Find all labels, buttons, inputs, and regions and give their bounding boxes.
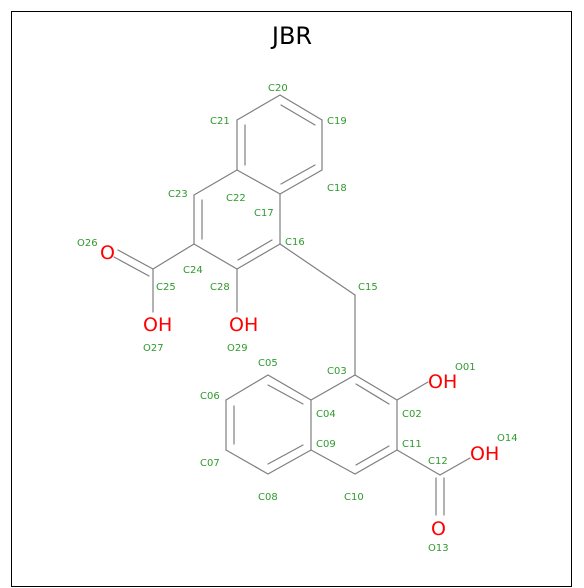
atom-label: C22 [226, 193, 246, 204]
bond [267, 384, 304, 405]
hydroxyl-o01: OH [428, 371, 457, 393]
atom-label: O14 [497, 433, 518, 444]
bond [280, 104, 316, 126]
bond [354, 374, 398, 401]
bond [396, 381, 429, 401]
bond [396, 449, 441, 476]
bond [225, 374, 269, 401]
atom-label: C04 [316, 409, 336, 420]
atom-label: C07 [200, 458, 220, 469]
bond [355, 383, 390, 405]
bond [267, 449, 312, 475]
atom-label: C24 [183, 265, 203, 276]
hydroxyl-o14: OH [470, 443, 499, 465]
atom-label: C20 [268, 83, 288, 94]
atom-label: C11 [402, 439, 422, 450]
bond [279, 169, 323, 195]
bond [193, 243, 238, 270]
bond [193, 169, 238, 196]
bond [267, 444, 304, 465]
atom-label: C05 [258, 358, 278, 369]
oxygen-o26: O [100, 242, 115, 264]
bond [280, 164, 316, 185]
atom-label: C23 [168, 189, 188, 200]
hydroxyl-o29: OH [229, 314, 258, 336]
atom-label: C12 [428, 456, 448, 467]
atom-label: C28 [210, 282, 230, 293]
bond [152, 243, 195, 270]
bond [236, 94, 281, 121]
bond [310, 374, 356, 401]
molecule-title: JBR [271, 22, 313, 50]
bond [310, 449, 356, 475]
bond [439, 457, 471, 476]
atom-label: C02 [402, 409, 422, 420]
atom-label: C15 [358, 282, 378, 293]
atom-label: C25 [156, 282, 176, 293]
bond [236, 169, 281, 195]
bond [279, 94, 323, 121]
molecule-frame [11, 11, 572, 587]
atom-label: C19 [327, 116, 347, 127]
atom-label: C06 [200, 391, 220, 402]
atom-label: C18 [327, 183, 347, 194]
bond [237, 239, 273, 261]
atom-label: O13 [428, 543, 449, 554]
oxygen-o13: O [431, 518, 446, 540]
atom-label: C09 [316, 439, 336, 450]
atom-label: O29 [227, 343, 248, 354]
hydroxyl-o27: OH [143, 314, 172, 336]
bond [354, 449, 398, 475]
atom-label: O01 [455, 362, 476, 373]
atom-label: C16 [285, 237, 305, 248]
bond [117, 249, 154, 270]
bond [236, 243, 281, 270]
atom-label: C10 [344, 492, 364, 503]
atom-label: C21 [210, 116, 230, 127]
atom-label: C08 [258, 492, 278, 503]
atom-label: C17 [254, 208, 274, 219]
bond [279, 243, 356, 296]
atom-label: O27 [143, 343, 164, 354]
bond [113, 256, 150, 277]
bond [225, 449, 269, 475]
bond [355, 445, 390, 466]
bond [267, 374, 312, 401]
atom-label: C03 [327, 366, 347, 377]
atom-label: O26 [77, 238, 98, 249]
